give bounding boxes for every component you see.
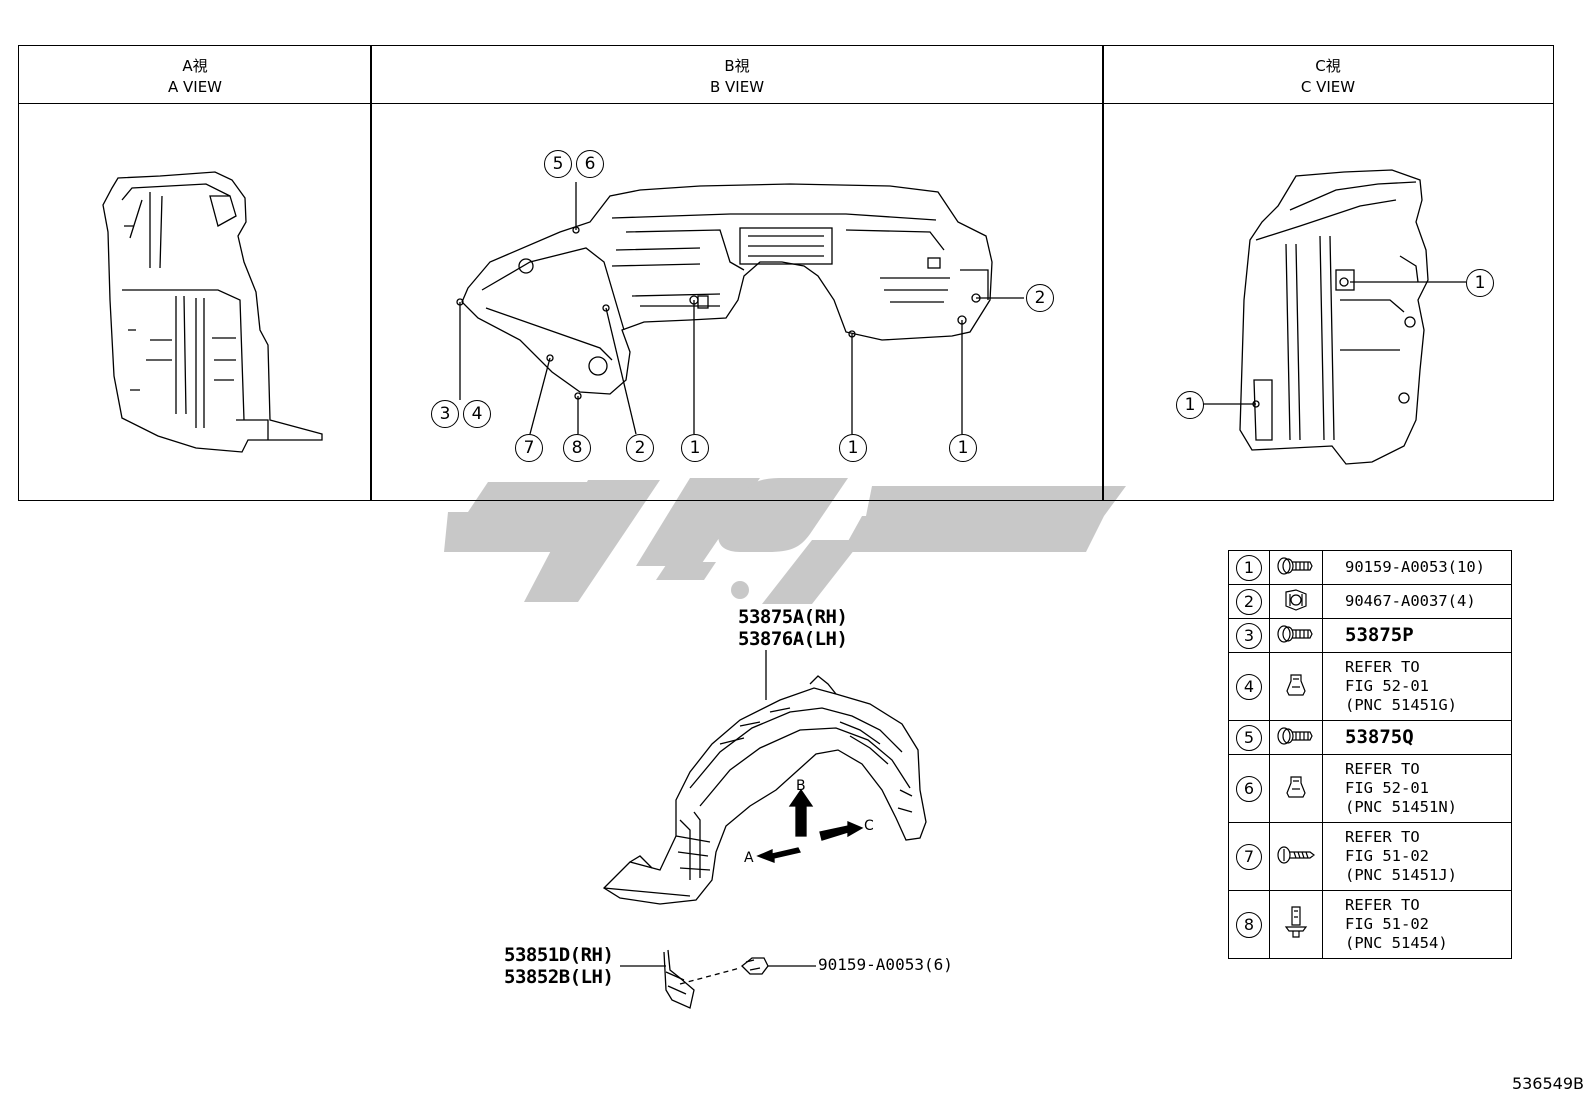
callout-4: 4 bbox=[463, 400, 491, 428]
main-part-rh: 53875A(RH) bbox=[738, 606, 848, 628]
legend-number: 1 bbox=[1236, 554, 1262, 581]
clip-icon bbox=[1286, 673, 1306, 696]
callout-3: 3 bbox=[431, 400, 459, 428]
view-divider bbox=[1102, 46, 1104, 500]
callout-2: 2 bbox=[626, 434, 654, 462]
legend-number: 7 bbox=[1236, 843, 1262, 870]
callout-1: 1 bbox=[949, 434, 977, 462]
sub-part-label: 53851D(RH) 53852B(LH) bbox=[504, 944, 614, 988]
callout-1: 1 bbox=[839, 434, 867, 462]
legend-number: 6 bbox=[1236, 775, 1262, 802]
view-header-b: B視 B VIEW bbox=[371, 46, 1103, 104]
document-code: 536549B bbox=[1511, 1074, 1584, 1093]
callout-8: 8 bbox=[563, 434, 591, 462]
bolt-icon bbox=[1277, 726, 1313, 745]
legend-part: 90467-A0037(4) bbox=[1322, 584, 1512, 619]
sub-part-rh: 53851D(RH) bbox=[504, 944, 614, 966]
legend-part: REFER TO FIG 52-01 (PNC 51451G) bbox=[1322, 652, 1512, 721]
legend-row: 1 90159-A0053(10) bbox=[1228, 550, 1512, 585]
view-header-a: A視 A VIEW bbox=[19, 46, 371, 104]
screw-icon bbox=[1277, 845, 1315, 864]
legend-part: REFER TO FIG 51-02 (PNC 51454) bbox=[1322, 890, 1512, 959]
legend-part: REFER TO FIG 52-01 (PNC 51451N) bbox=[1322, 754, 1512, 823]
direction-arrow-b-label: B bbox=[796, 778, 806, 794]
callout-2: 2 bbox=[1026, 284, 1054, 312]
legend-number: 5 bbox=[1236, 724, 1262, 751]
direction-arrow-a-label: A bbox=[744, 850, 754, 866]
view-b-en: B VIEW bbox=[709, 78, 765, 96]
legend-number: 8 bbox=[1236, 911, 1262, 938]
view-c-en: C VIEW bbox=[1300, 78, 1356, 96]
callout-1: 1 bbox=[1466, 269, 1494, 297]
legend-row: 3 53875P bbox=[1228, 618, 1512, 653]
view-a-en: A VIEW bbox=[167, 78, 223, 96]
legend-number: 2 bbox=[1236, 588, 1262, 615]
callout-7: 7 bbox=[515, 434, 543, 462]
callout-6: 6 bbox=[576, 150, 604, 178]
view-header-c: C視 C VIEW bbox=[1103, 46, 1553, 104]
legend-part: 53875Q bbox=[1322, 720, 1512, 755]
legend-row: 8 REFER TO FIG 51-02 (PNC 51454) bbox=[1228, 890, 1512, 959]
callout-5: 5 bbox=[544, 150, 572, 178]
bolt-part-label: 90159-A0053(6) bbox=[818, 955, 953, 974]
view-divider bbox=[370, 46, 372, 500]
legend-part: REFER TO FIG 51-02 (PNC 51451J) bbox=[1322, 822, 1512, 891]
view-b-jp: B視 bbox=[724, 57, 750, 75]
sub-part-lh: 53852B(LH) bbox=[504, 966, 614, 988]
legend-part: 90159-A0053(10) bbox=[1322, 550, 1512, 585]
bolt-icon bbox=[1277, 624, 1313, 643]
main-part-lh: 53876A(LH) bbox=[738, 628, 848, 650]
callout-1: 1 bbox=[1176, 391, 1204, 419]
main-part-label: 53875A(RH) 53876A(LH) bbox=[738, 606, 848, 650]
legend-number: 3 bbox=[1236, 622, 1262, 649]
push-rivet-icon bbox=[1284, 905, 1308, 938]
nut-icon bbox=[1285, 588, 1307, 611]
legend-row: 6 REFER TO FIG 52-01 (PNC 51451N) bbox=[1228, 754, 1512, 823]
legend-row: 4 REFER TO FIG 52-01 (PNC 51451G) bbox=[1228, 652, 1512, 721]
direction-arrow-c-label: C bbox=[864, 818, 874, 834]
fastener-legend-table: 1 90159-A0053(10) 2 90467-A0037(4) 3 538… bbox=[1228, 550, 1512, 959]
legend-part: 53875P bbox=[1322, 618, 1512, 653]
views-frame: A視 A VIEW B視 B VIEW C視 C VIEW bbox=[18, 45, 1554, 501]
bolt-icon bbox=[1277, 556, 1313, 575]
legend-number: 4 bbox=[1236, 673, 1262, 700]
legend-row: 2 90467-A0037(4) bbox=[1228, 584, 1512, 619]
legend-row: 7 REFER TO FIG 51-02 (PNC 51451J) bbox=[1228, 822, 1512, 891]
clip-icon bbox=[1286, 775, 1306, 798]
view-c-jp: C視 bbox=[1315, 57, 1341, 75]
callout-1: 1 bbox=[681, 434, 709, 462]
view-a-jp: A視 bbox=[182, 57, 208, 75]
legend-row: 5 53875Q bbox=[1228, 720, 1512, 755]
